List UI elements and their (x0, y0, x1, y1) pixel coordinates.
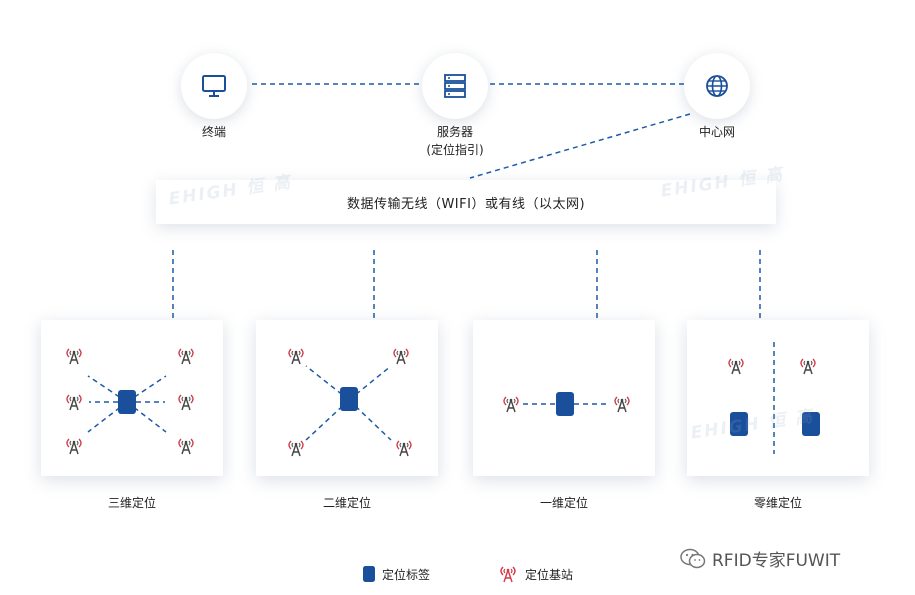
center-node (684, 53, 750, 119)
server-node (422, 53, 488, 119)
location-tag (118, 390, 136, 414)
legend-tag: 定位标签 (362, 565, 430, 583)
wechat-icon (680, 548, 706, 570)
data-transmission-banner: 数据传输无线（WIFI）或有线（以太网) (156, 180, 776, 224)
panel-0d-label: 零维定位 (753, 496, 802, 510)
base-station-icon (288, 348, 304, 365)
panel-0d (687, 320, 869, 476)
monitor-icon (202, 75, 226, 97)
panel-3d-label: 三维定位 (107, 496, 156, 510)
base-station-icon (800, 358, 816, 375)
server-label: 服务器 (436, 125, 473, 139)
banner-text: 数据传输无线（WIFI）或有线（以太网) (346, 196, 586, 212)
terminal-node (181, 53, 247, 119)
base-station-icon (178, 394, 194, 411)
base-station-icon (500, 566, 516, 583)
location-tag (340, 387, 358, 411)
base-station-icon (393, 348, 409, 365)
location-tag (802, 412, 820, 436)
base-station-icon (66, 348, 82, 365)
base-station-icon (728, 358, 744, 375)
base-station-icon (66, 394, 82, 411)
legend-station-label: 定位基站 (525, 567, 574, 582)
panel-1d (473, 320, 655, 476)
server-icon (444, 74, 466, 98)
panel-2d (256, 320, 438, 476)
base-station-icon (503, 396, 519, 413)
base-station-icon (178, 348, 194, 365)
brand-mark: RFID专家FUWIT (680, 546, 840, 571)
globe-icon (706, 75, 728, 97)
legend-station: 定位基站 (497, 565, 573, 583)
server-sublabel: (定位指引) (426, 143, 484, 157)
panel-3d-figure (66, 348, 194, 455)
base-station-icon (396, 440, 412, 457)
panel-3d (41, 320, 223, 476)
location-tag (730, 412, 748, 436)
panel-2d-figure (288, 348, 412, 457)
center-banner-link (469, 113, 691, 179)
legend-tag-label: 定位标签 (382, 567, 431, 582)
center-label: 中心网 (698, 125, 735, 139)
brand-text: RFID专家FUWIT (712, 551, 841, 571)
panel-1d-figure (503, 392, 630, 416)
base-station-icon (178, 438, 194, 455)
terminal-label: 终端 (201, 125, 226, 139)
base-station-icon (614, 396, 630, 413)
tag-icon (363, 566, 375, 582)
location-tag (556, 392, 574, 416)
panel-1d-label: 一维定位 (539, 496, 588, 510)
base-station-icon (66, 438, 82, 455)
panel-2d-label: 二维定位 (322, 496, 371, 510)
base-station-icon (288, 440, 304, 457)
panel-0d-figure (728, 342, 820, 454)
